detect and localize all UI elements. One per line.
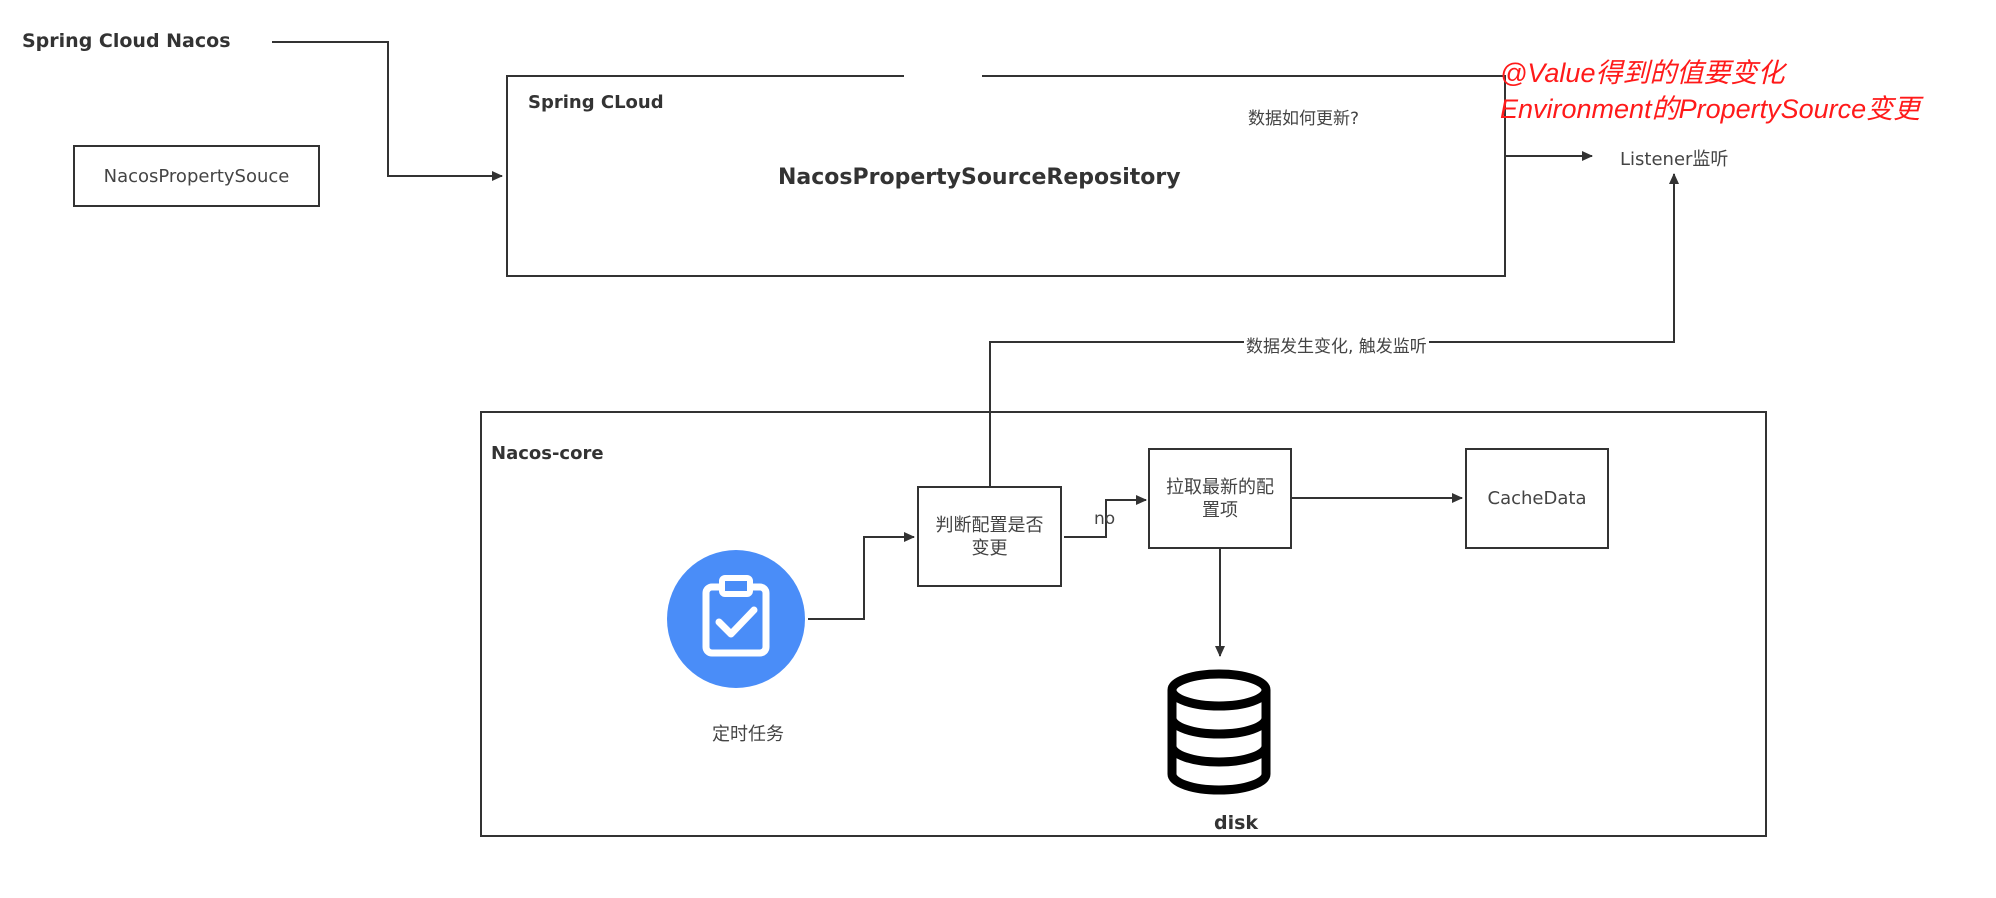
change-trigger-label: 数据发生变化, 触发监听 (1244, 332, 1429, 357)
border-gap (904, 70, 982, 82)
repository-label: NacosPropertySourceRepository (778, 165, 1181, 190)
disk-label: disk (1214, 812, 1259, 834)
fetch-latest-config-box[interactable]: 拉取最新的配置项 (1148, 448, 1292, 549)
red-annotation: @Value得到的值要变化 Environment的PropertySource… (1500, 55, 1920, 127)
judge-config-changed-box[interactable]: 判断配置是否变更 (917, 486, 1062, 587)
listener-label: Listener监听 (1620, 149, 1729, 170)
spring-cloud-box[interactable]: Spring CLoud NacosPropertySourceReposito… (506, 75, 1506, 277)
update-question: 数据如何更新? (1248, 109, 1360, 129)
clipboard-check-icon[interactable] (667, 550, 805, 688)
nacos-property-source-label: NacosPropertySouce (103, 165, 290, 187)
annotation-line-1: @Value得到的值要变化 (1500, 58, 1785, 88)
judge-label: 判断配置是否变更 (935, 514, 1044, 559)
nacos-core-box[interactable]: Nacos-core (480, 411, 1767, 837)
cache-data-box[interactable]: CacheData (1465, 448, 1609, 549)
no-label: no (1094, 509, 1116, 529)
diagram-title: Spring Cloud Nacos (22, 30, 231, 52)
annotation-line-2: Environment的PropertySource变更 (1500, 94, 1921, 124)
cache-data-label: CacheData (1487, 488, 1587, 509)
database-glyph (1167, 669, 1271, 795)
timer-task-label: 定时任务 (712, 724, 784, 745)
fetch-label: 拉取最新的配置项 (1166, 476, 1274, 521)
nacos-core-title: Nacos-core (491, 443, 604, 464)
nacos-property-source-box[interactable]: NacosPropertySouce (73, 145, 320, 207)
clipboard-check-glyph (702, 575, 770, 657)
spring-cloud-title: Spring CLoud (528, 92, 664, 113)
database-icon[interactable] (1164, 668, 1274, 796)
